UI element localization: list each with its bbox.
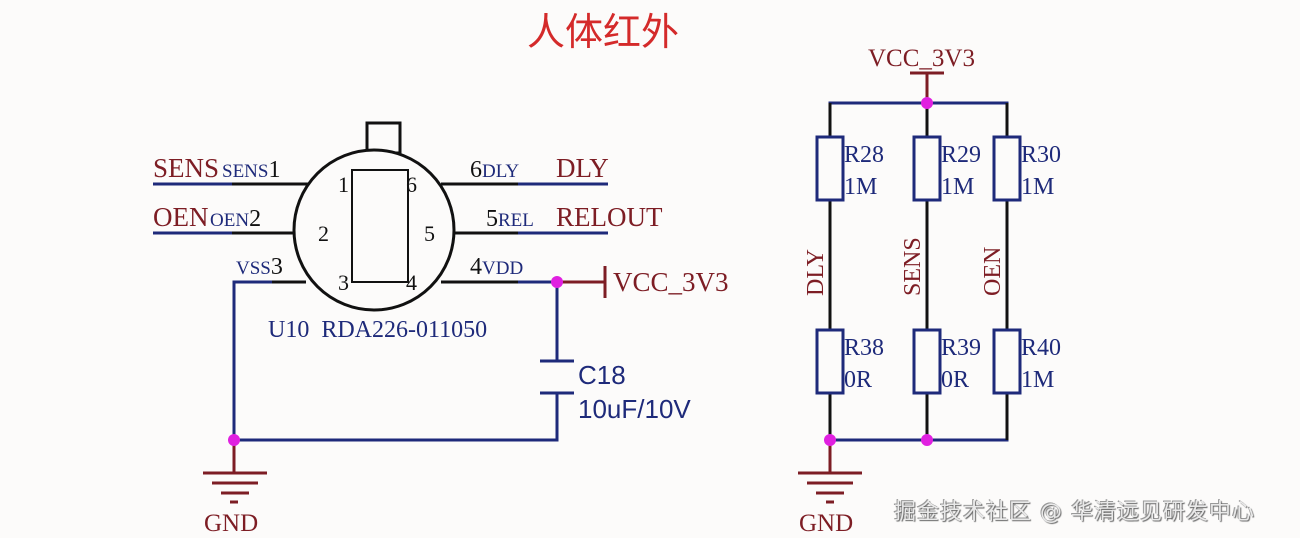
net-label-relout: RELOUT [556, 202, 663, 232]
watermark: 掘金技术社区 @ 华清远见研发中心 [894, 500, 1255, 525]
resistor-r28 [815, 135, 845, 202]
right-column-leads [828, 103, 1009, 440]
r40-designator: R40 [1021, 335, 1061, 361]
capacitor-c18 [540, 359, 574, 395]
net-label-vertical-oen: OEN [980, 247, 1006, 296]
wire-bottom-rail [828, 420, 1009, 442]
body-pin-5: 5 [424, 221, 435, 246]
r30-designator: R30 [1021, 142, 1061, 168]
gnd-label-left: GND [204, 510, 258, 537]
resistor-r39 [912, 328, 942, 395]
cap-value: 10uF/10V [578, 394, 691, 424]
pin-name-vdd: 4VDD [470, 254, 523, 280]
net-label-dly: DLY [556, 153, 609, 183]
body-pin-3: 3 [338, 270, 349, 295]
resistor-bodies [815, 135, 1022, 395]
pin-name-sens: SENS1 [222, 157, 280, 183]
r29-value: 1M [941, 174, 974, 200]
r30-value: 1M [1021, 174, 1054, 200]
vcc-symbol-left [557, 266, 607, 298]
r28-value: 1M [844, 174, 877, 200]
vcc-label-right: VCC_3V3 [868, 45, 975, 72]
body-pin-4: 4 [406, 270, 417, 295]
wire-top-rail [828, 101, 1009, 135]
schematic-title: 人体红外 [527, 10, 679, 54]
junction-dot [921, 434, 933, 446]
r38-value: 0R [844, 367, 872, 393]
resistor-r29 [912, 135, 942, 202]
vcc-label-left: VCC_3V3 [613, 267, 729, 297]
sensor-window-tab [365, 121, 402, 155]
net-label-vertical-dly: DLY [803, 249, 829, 296]
pin-name-oen: OEN2 [210, 206, 261, 232]
body-pin-1: 1 [338, 172, 349, 197]
net-label-sens: SENS [153, 153, 219, 183]
gnd-label-right: GND [799, 510, 853, 537]
gnd-symbol-right [798, 440, 862, 504]
sensor-designator-label: U10 RDA226-011050 [268, 317, 487, 343]
cap-designator: C18 [578, 360, 626, 390]
junction-dot [228, 434, 240, 446]
r40-value: 1M [1021, 367, 1054, 393]
gnd-symbol-left [203, 440, 267, 504]
pin-name-rel: 5REL [486, 206, 534, 232]
r39-value: 0R [941, 367, 969, 393]
r38-designator: R38 [844, 335, 884, 361]
sensor-body [292, 148, 456, 312]
sensor-pin-leads [230, 182, 520, 284]
pin-name-vss: VSS3 [236, 254, 283, 280]
pir-sensor-u10 [292, 121, 456, 312]
junction-dot [921, 97, 933, 109]
body-pin-2: 2 [318, 221, 329, 246]
resistor-r40 [992, 328, 1022, 395]
pin-name-dly: 6DLY [470, 157, 519, 183]
r28-designator: R28 [844, 142, 884, 168]
junction-dot [551, 276, 563, 288]
junction-dot [824, 434, 836, 446]
body-pin-6: 6 [406, 172, 417, 197]
net-label-vertical-sens: SENS [900, 237, 926, 296]
r29-designator: R29 [941, 142, 981, 168]
r39-designator: R39 [941, 335, 981, 361]
resistor-r30 [992, 135, 1022, 202]
resistor-r38 [815, 328, 845, 395]
sensor-element [351, 169, 409, 283]
net-label-oen: OEN [153, 202, 209, 232]
